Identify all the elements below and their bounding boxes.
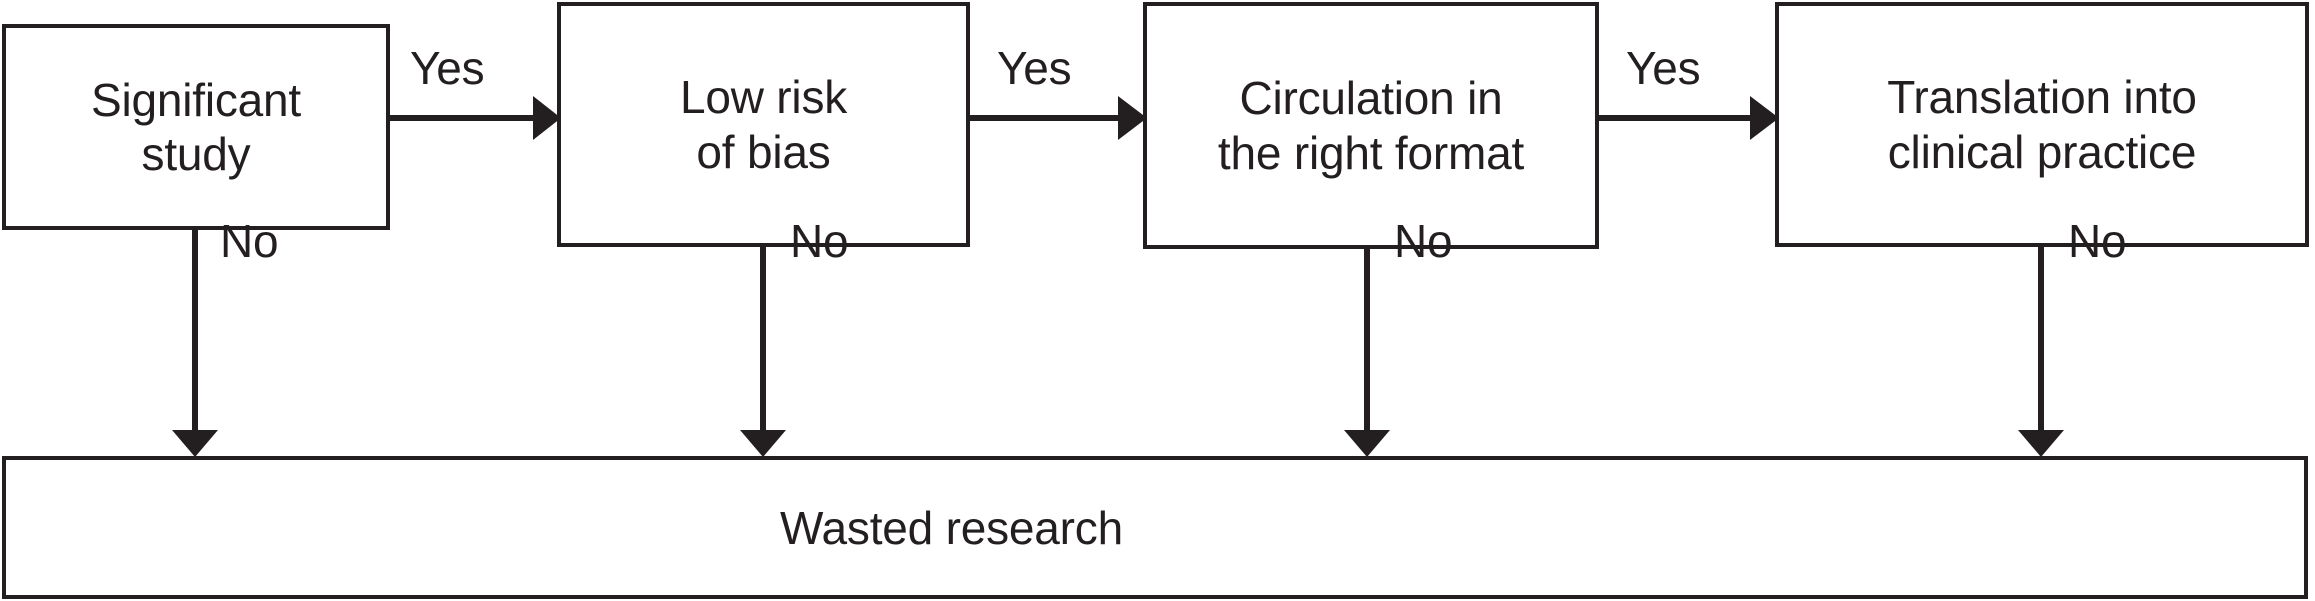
node-low-risk-of-bias[interactable]: Low risk of bias	[557, 2, 970, 247]
node-label-significant-study: Significant study	[90, 73, 302, 180]
node-label-circulation-right-format: Circulation in the right format	[1217, 72, 1525, 179]
node-label-translation-clinical-practice: Translation into clinical practice	[1887, 71, 2197, 178]
edge-label-no-4: No	[2068, 215, 2127, 267]
edge-label-yes-2: Yes	[997, 42, 1072, 94]
connector-no-3	[1344, 247, 1390, 457]
edge-label-no-3: No	[1394, 215, 1453, 267]
edge-label-yes-3: Yes	[1626, 42, 1701, 94]
node-label-low-risk-of-bias: Low risk of bias	[679, 71, 848, 178]
connector-no-1	[172, 228, 218, 457]
edge-label-yes-1: Yes	[410, 42, 485, 94]
connector-no-2	[740, 245, 786, 457]
edge-label-no-2: No	[790, 215, 849, 267]
node-label-wasted-research: Wasted research	[780, 502, 1123, 554]
connector-yes-3	[1599, 96, 1779, 140]
node-translation-clinical-practice[interactable]: Translation into clinical practice	[1775, 2, 2309, 247]
node-circulation-right-format[interactable]: Circulation in the right format	[1143, 2, 1599, 249]
connector-no-4	[2018, 245, 2064, 457]
connector-yes-2	[970, 96, 1147, 140]
node-wasted-research[interactable]	[2, 456, 2308, 599]
edge-label-no-1: No	[220, 215, 279, 267]
node-significant-study[interactable]: Significant study	[2, 24, 390, 230]
connector-yes-1	[390, 96, 561, 140]
